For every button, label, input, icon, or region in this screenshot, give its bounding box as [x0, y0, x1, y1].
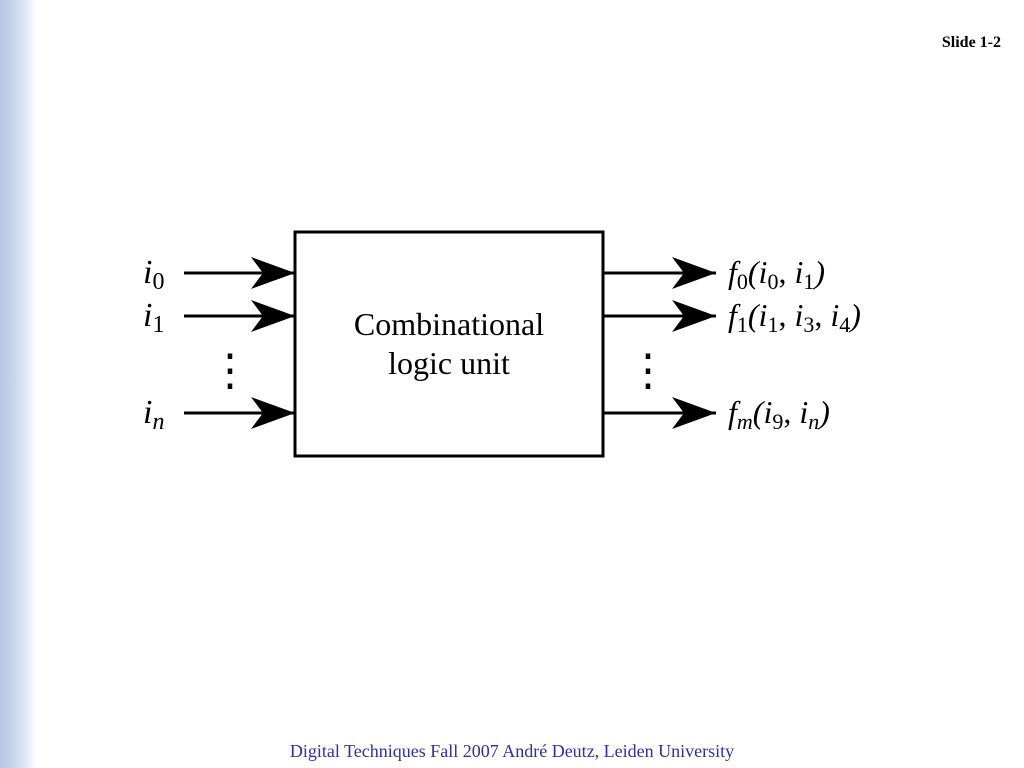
output-ellipsis: ⋮: [626, 346, 670, 395]
slide-number: Slide 1-2: [941, 34, 1001, 51]
logic-unit-label-line1: Combinational: [354, 306, 544, 342]
logic-unit-box: [293, 230, 605, 458]
logic-unit-label-line2: logic unit: [388, 345, 510, 381]
input-label-0: i0: [143, 254, 164, 295]
input-label-1: i1: [143, 297, 164, 338]
output-label-m: fm(i9, in): [728, 394, 830, 434]
slide-side-band: [0, 0, 36, 768]
output-label-0: f0(i0, i1): [728, 254, 825, 294]
output-label-1: f1(i1, i3, i4): [728, 297, 861, 337]
input-label-n: in: [143, 394, 164, 435]
slide-footer: Digital Techniques Fall 2007 André Deutz…: [289, 741, 735, 761]
input-ellipsis: ⋮: [208, 346, 252, 395]
